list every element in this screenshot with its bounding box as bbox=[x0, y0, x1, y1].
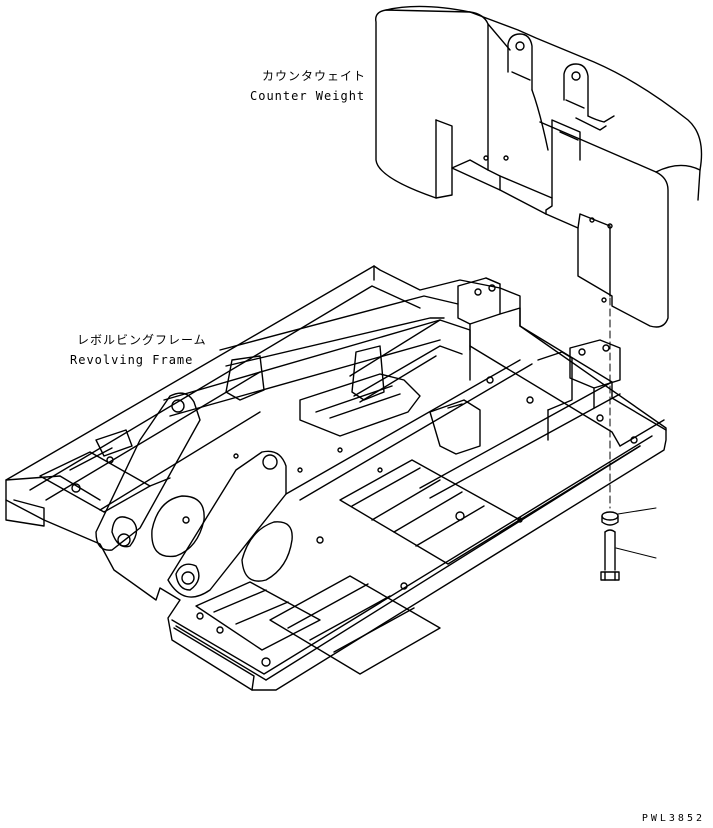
drawing-code: PWL3852 bbox=[641, 813, 705, 824]
mounting-hardware bbox=[600, 231, 657, 581]
revolving-frame-label-en: Revolving Frame bbox=[70, 353, 194, 367]
revolving-frame bbox=[5, 265, 667, 691]
counter-weight-label-jp: カウンタウェイト bbox=[262, 69, 367, 83]
counter-weight bbox=[375, 5, 703, 328]
revolving-frame-label-jp: レボルビングフレーム bbox=[77, 333, 207, 347]
counter-weight-label-en: Counter Weight bbox=[250, 89, 366, 103]
